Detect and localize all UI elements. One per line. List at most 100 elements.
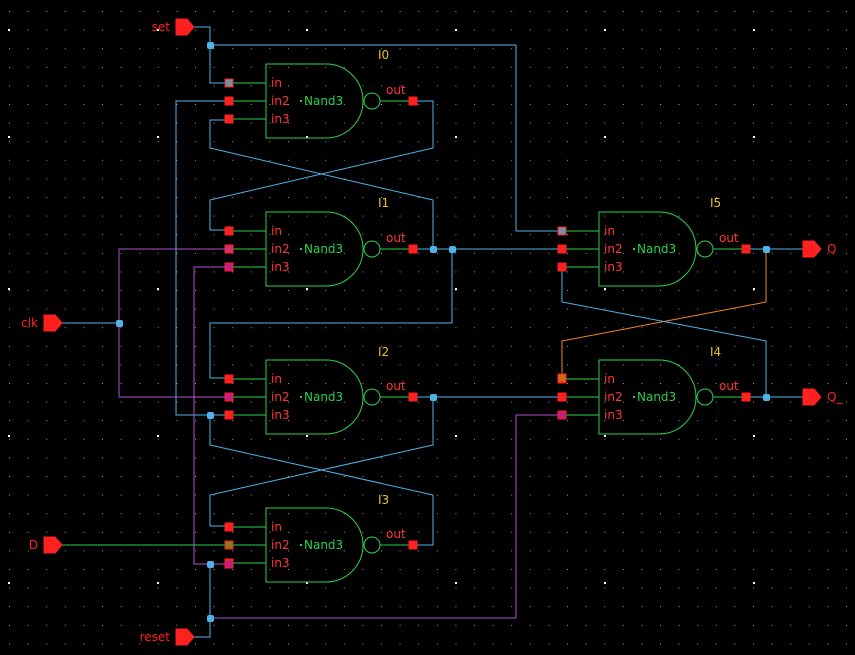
grid-dot xyxy=(567,271,568,273)
grid-dot xyxy=(474,420,475,422)
grid-dot xyxy=(492,11,494,12)
grid-dot xyxy=(102,401,103,403)
port-set[interactable]: set xyxy=(152,18,195,36)
grid-dot xyxy=(232,606,234,608)
grid-dot xyxy=(715,141,717,143)
grid-dot xyxy=(808,48,810,50)
grid-dot xyxy=(846,271,847,273)
grid-dot xyxy=(641,215,643,217)
grid-dot xyxy=(418,494,420,496)
grid-dot xyxy=(715,550,717,552)
grid-dot xyxy=(697,569,699,570)
grid-dot xyxy=(567,345,568,347)
grid-dot xyxy=(753,383,754,384)
grid-dot xyxy=(846,531,847,533)
grid-dot xyxy=(753,513,754,515)
grid-dot xyxy=(846,290,847,291)
grid-dot xyxy=(157,11,159,12)
grid-dot xyxy=(455,11,457,12)
grid-dot xyxy=(27,364,29,366)
grid-dot xyxy=(846,438,847,440)
grid-dot xyxy=(176,420,178,422)
grid-dot xyxy=(585,66,587,68)
grid-dot xyxy=(585,457,587,459)
grid-dot xyxy=(83,66,85,68)
port-clk[interactable]: clk xyxy=(21,314,63,332)
grid-dot xyxy=(232,624,234,626)
port-d[interactable]: D xyxy=(29,536,63,554)
net-set-branch xyxy=(209,45,229,84)
grid-dot xyxy=(102,420,103,422)
port-q-bar[interactable]: Q_ xyxy=(802,388,843,406)
grid-dot xyxy=(511,383,513,384)
grid-dot xyxy=(157,345,159,347)
grid-dot xyxy=(678,457,680,459)
grid-dot xyxy=(213,457,215,459)
grid-dot xyxy=(604,345,606,347)
grid-dot xyxy=(213,494,215,496)
grid-dot xyxy=(102,476,103,477)
grid-dot xyxy=(622,48,624,50)
grid-major-dot xyxy=(306,582,308,584)
grid-dot xyxy=(176,569,178,570)
grid-dot xyxy=(176,513,178,515)
grid-dot xyxy=(213,141,215,143)
pin-label-in2: in2 xyxy=(271,94,290,108)
grid-dot xyxy=(697,48,699,50)
grid-dot xyxy=(808,327,810,329)
grid-dot xyxy=(288,29,289,31)
grid-dot xyxy=(269,587,271,589)
grid-dot xyxy=(771,48,773,50)
port-arrow xyxy=(43,314,63,332)
port-reset[interactable]: reset xyxy=(140,628,195,646)
grid-dot xyxy=(27,531,29,533)
grid-dot xyxy=(269,11,271,12)
grid-dot xyxy=(492,104,494,105)
grid-dot xyxy=(492,606,494,608)
port-q[interactable]: Q xyxy=(802,240,836,258)
grid-dot xyxy=(139,141,141,143)
grid-dot xyxy=(157,308,159,310)
grid-dot xyxy=(474,271,475,273)
grid-dot xyxy=(27,159,29,161)
grid-major-dot xyxy=(753,136,755,138)
grid-dot xyxy=(399,345,401,347)
pin-i5-in3 xyxy=(557,262,567,272)
grid-dot xyxy=(306,569,308,570)
grid-dot xyxy=(641,606,643,608)
grid-dot xyxy=(808,550,810,552)
grid-dot xyxy=(567,215,568,217)
grid-dot xyxy=(846,29,847,31)
cell-name-dot xyxy=(300,100,302,102)
grid-dot xyxy=(641,624,643,626)
grid-dot xyxy=(846,569,847,570)
grid-dot xyxy=(753,11,754,12)
grid-dot xyxy=(808,122,810,124)
grid-dot xyxy=(195,476,196,477)
grid-dot xyxy=(176,122,178,124)
grid-dot xyxy=(715,438,717,440)
grid-dot xyxy=(250,234,252,236)
grid-dot xyxy=(27,345,29,347)
grid-dot xyxy=(455,159,457,161)
grid-dot xyxy=(734,290,736,291)
grid-dot xyxy=(753,476,754,477)
grid-dot xyxy=(474,290,475,291)
grid-dot xyxy=(195,624,196,626)
grid-major-dot xyxy=(604,288,606,290)
grid-dot xyxy=(548,587,550,589)
grid-dot xyxy=(771,643,773,645)
grid-dot xyxy=(213,271,215,273)
grid-dot xyxy=(269,104,271,105)
grid-dot xyxy=(399,457,401,459)
grid-dot xyxy=(120,513,122,515)
grid-dot xyxy=(529,587,531,589)
